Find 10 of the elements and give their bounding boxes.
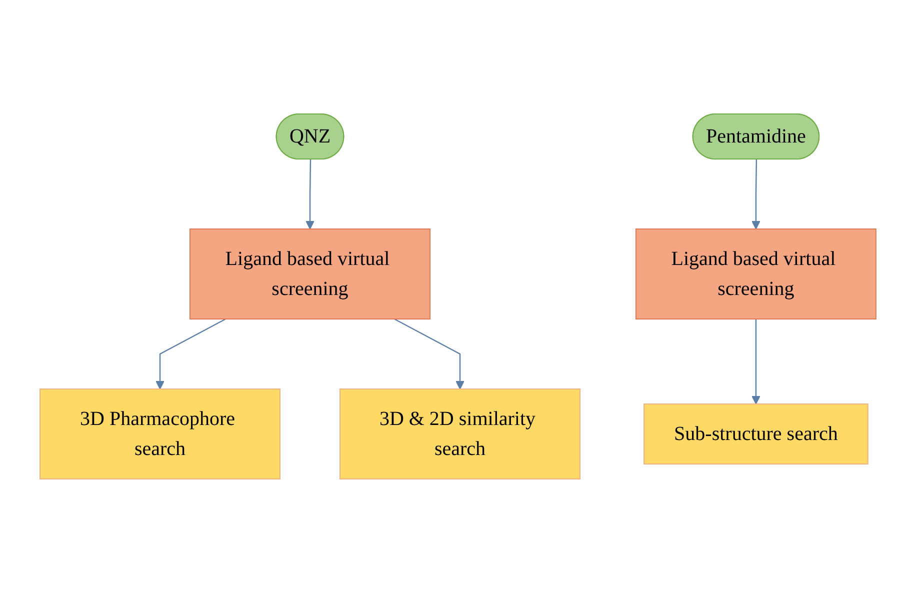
arrow bbox=[752, 158, 760, 229]
arrow bbox=[394, 318, 464, 389]
node-box: Sub-structure search bbox=[644, 403, 868, 464]
node-box: Ligand based virtual screening bbox=[190, 228, 431, 319]
arrow bbox=[156, 318, 226, 389]
arrow bbox=[306, 159, 314, 229]
arrow bbox=[752, 318, 760, 404]
node-box: 3D Pharmacophore search bbox=[40, 388, 281, 479]
node-box: 3D & 2D similarity search bbox=[340, 388, 580, 479]
node-box: Ligand based virtual screening bbox=[635, 228, 876, 319]
